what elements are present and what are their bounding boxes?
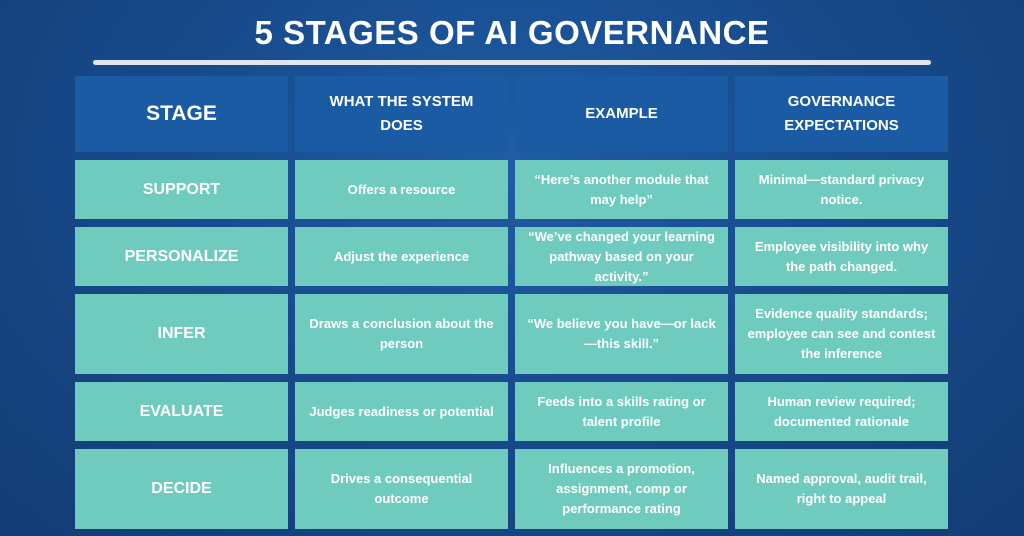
example-cell: “We believe you have—or lack—this skill.… xyxy=(515,294,728,374)
header-what-system-does: WHAT THE SYSTEM DOES xyxy=(295,76,508,152)
header-example: EXAMPLE xyxy=(515,76,728,152)
header-stage: STAGE xyxy=(75,76,288,152)
governance-table: STAGE WHAT THE SYSTEM DOES EXAMPLE GOVER… xyxy=(75,76,949,529)
stage-cell: SUPPORT xyxy=(75,160,288,219)
does-cell: Drives a consequential outcome xyxy=(295,449,508,529)
expectations-cell: Minimal—standard privacy notice. xyxy=(735,160,948,219)
example-cell: Feeds into a skills rating or talent pro… xyxy=(515,382,728,441)
does-cell: Offers a resource xyxy=(295,160,508,219)
example-cell: “We’ve changed your learning pathway bas… xyxy=(515,227,728,286)
stage-cell: DECIDE xyxy=(75,449,288,529)
stage-cell: EVALUATE xyxy=(75,382,288,441)
stage-cell: PERSONALIZE xyxy=(75,227,288,286)
expectations-cell: Employee visibility into why the path ch… xyxy=(735,227,948,286)
title-underline xyxy=(93,60,931,65)
does-cell: Judges readiness or potential xyxy=(295,382,508,441)
does-cell: Adjust the experience xyxy=(295,227,508,286)
page-title: 5 STAGES OF AI GOVERNANCE xyxy=(254,14,770,51)
stage-cell: INFER xyxy=(75,294,288,374)
header-governance-expectations: GOVERNANCE EXPECTATIONS xyxy=(735,76,948,152)
example-cell: “Here’s another module that may help” xyxy=(515,160,728,219)
does-cell: Draws a conclusion about the person xyxy=(295,294,508,374)
example-cell: Influences a promotion, assignment, comp… xyxy=(515,449,728,529)
expectations-cell: Human review required; documented ration… xyxy=(735,382,948,441)
expectations-cell: Evidence quality standards; employee can… xyxy=(735,294,948,374)
expectations-cell: Named approval, audit trail, right to ap… xyxy=(735,449,948,529)
